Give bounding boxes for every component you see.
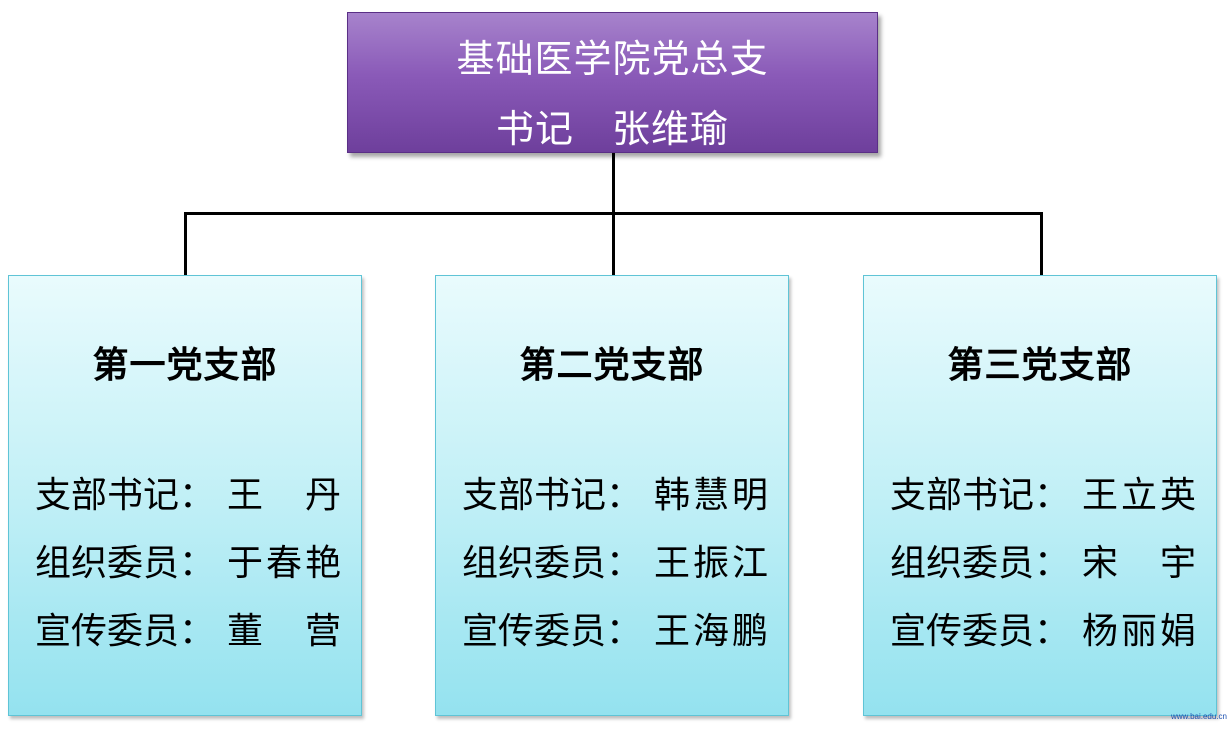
member-row: 宣传委员： 王 海 鹏 [462, 610, 768, 654]
root-secretary-label: 书记 [495, 107, 574, 151]
member-name: 王 立 英 [1082, 475, 1196, 516]
connector-branch-1 [184, 212, 187, 275]
member-role: 组织委员： [35, 543, 216, 584]
branch-node-3: 第三党支部 支部书记： 王 立 英 组织委员： 宋 宇 宣传委员： 杨 丽 娟 [863, 275, 1217, 716]
member-name: 王 海 鹏 [654, 611, 768, 652]
member-name: 宋 宇 [1082, 543, 1196, 584]
branch-title: 第一党支部 [92, 345, 278, 386]
root-title: 基础医学院党总支 [456, 37, 769, 81]
connector-root-down [612, 153, 615, 215]
member-row: 宣传委员： 杨 丽 娟 [890, 610, 1196, 654]
root-secretary-name: 张维瑜 [612, 107, 730, 151]
root-node-party-general-branch: 基础医学院党总支 书记张维瑜 [347, 12, 878, 153]
branch-title: 第三党支部 [947, 345, 1133, 386]
member-name: 韩 慧 明 [654, 475, 768, 516]
member-row: 支部书记： 王 丹 [35, 474, 341, 518]
member-row: 组织委员： 宋 宇 [890, 542, 1196, 586]
branch-title: 第二党支部 [519, 345, 705, 386]
root-secretary-line: 书记张维瑜 [348, 105, 877, 153]
member-role: 组织委员： [462, 543, 643, 584]
member-role: 宣传委员： [35, 611, 216, 652]
member-name: 王 丹 [227, 475, 341, 516]
member-row: 组织委员： 于 春 艳 [35, 542, 341, 586]
watermark-text: www.bai.edu.cn [1170, 712, 1227, 721]
member-row: 宣传委员： 董 营 [35, 610, 341, 654]
member-name: 于 春 艳 [227, 543, 341, 584]
connector-branch-2 [612, 212, 615, 275]
member-role: 支部书记： [890, 475, 1071, 516]
branch-node-1: 第一党支部 支部书记： 王 丹 组织委员： 于 春 艳 宣传委员： 董 营 [8, 275, 362, 716]
member-role: 宣传委员： [890, 611, 1071, 652]
member-name: 王 振 江 [654, 543, 768, 584]
member-name: 董 营 [227, 611, 341, 652]
member-role: 支部书记： [462, 475, 643, 516]
branch-node-2: 第二党支部 支部书记： 韩 慧 明 组织委员： 王 振 江 宣传委员： 王 海 … [435, 275, 789, 716]
member-row: 支部书记： 王 立 英 [890, 474, 1196, 518]
member-row: 组织委员： 王 振 江 [462, 542, 768, 586]
member-role: 组织委员： [890, 543, 1071, 584]
member-row: 支部书记： 韩 慧 明 [462, 474, 768, 518]
member-role: 宣传委员： [462, 611, 643, 652]
member-name: 杨 丽 娟 [1082, 611, 1196, 652]
member-role: 支部书记： [35, 475, 216, 516]
connector-branch-3 [1040, 212, 1043, 275]
